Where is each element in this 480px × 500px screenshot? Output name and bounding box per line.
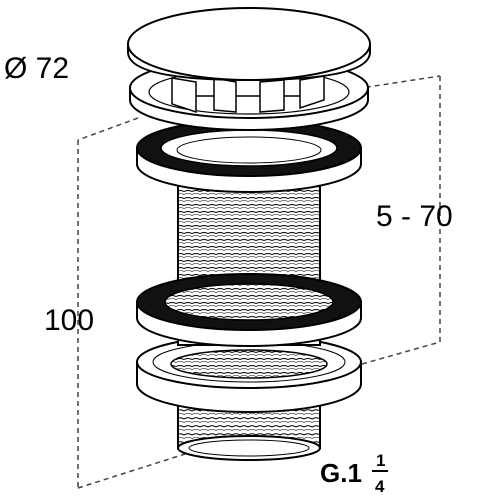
plug-cap: [127, 7, 371, 82]
diameter-label: Ø 72: [4, 52, 69, 85]
thread-denominator: 4: [375, 477, 385, 496]
upper-gasket: [136, 119, 362, 193]
clicker-mechanism: [171, 75, 325, 114]
dimension-lines: [77, 75, 441, 489]
range-dim-bottom: [361, 341, 441, 365]
height-dim-bottom: [77, 453, 186, 489]
range-dim-top: [347, 75, 441, 91]
height-dim-top: [77, 117, 139, 141]
lower-gasket: [136, 273, 362, 347]
height-label: 100: [44, 304, 94, 337]
thread-prefix: G.1: [320, 458, 362, 488]
lower-flange: [136, 335, 362, 413]
thread-size-label: G.1 1 4: [320, 451, 388, 496]
adjust-range-label: 5 - 70: [376, 200, 453, 233]
thread-numerator: 1: [376, 451, 385, 470]
